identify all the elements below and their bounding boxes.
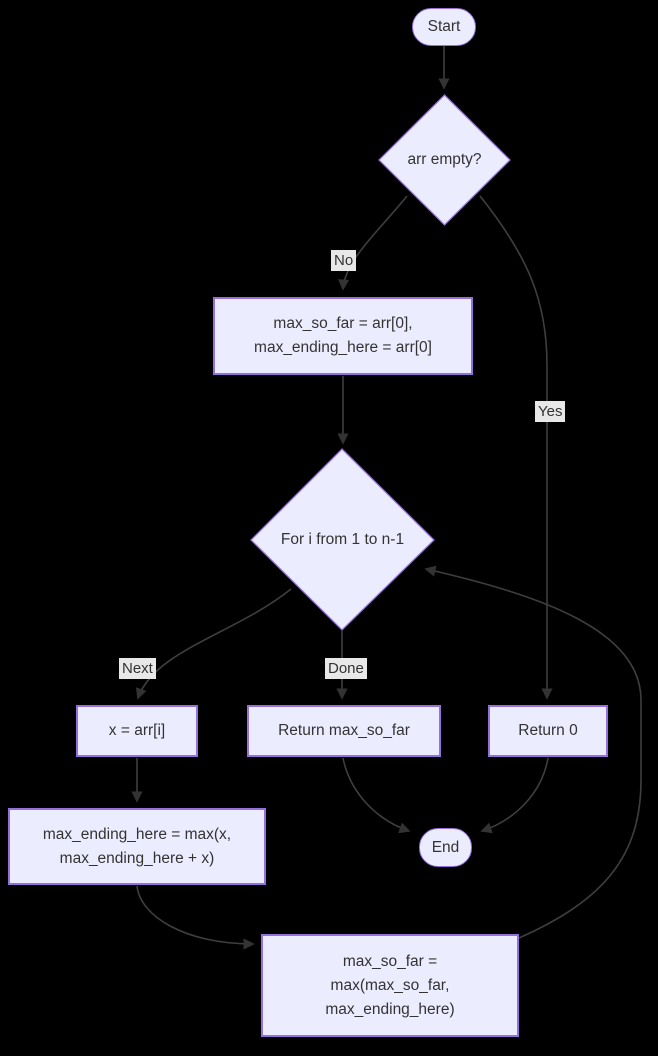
node-start: Start: [412, 8, 476, 46]
node-x-assign: x = arr[i]: [76, 705, 198, 757]
edge-return-zero-to-end: [480, 757, 549, 834]
edge-arr-empty-yes-to-return-zero: [479, 195, 553, 700]
edge-update-ending-to-update-so-far: [136, 885, 255, 950]
node-return-zero: Return 0: [488, 705, 608, 757]
node-update-ending-line1: max_ending_here = max(x,: [42, 825, 232, 843]
node-update-ending-line2: max_ending_here + x): [59, 849, 215, 867]
node-for-loop-label: For i from 1 to n-1: [280, 531, 405, 548]
node-update-so-far-line1: max_so_far =: [342, 952, 438, 970]
node-init-vars-line1: max_so_far = arr[0],: [273, 315, 413, 332]
node-update-so-far-line3: max_ending_here): [325, 1000, 455, 1018]
edge-label-next: Next: [119, 658, 156, 679]
decision-arr-empty-shape: [378, 94, 511, 226]
node-update-so-far-line2: max(max_so_far,: [330, 976, 450, 994]
node-x-assign-label: x = arr[i]: [108, 722, 166, 739]
node-update-so-far: max_so_far = max(max_so_far, max_ending_…: [261, 934, 519, 1037]
node-init-vars: max_so_far = arr[0], max_ending_here = a…: [213, 297, 473, 375]
node-return-max: Return max_so_far: [247, 705, 441, 757]
node-return-zero-label: Return 0: [518, 722, 578, 739]
edge-label-no: No: [331, 250, 357, 271]
node-end-label: End: [431, 838, 460, 856]
decision-for-loop-shape: [250, 448, 435, 631]
node-init-vars-line2: max_ending_here = arr[0]: [254, 339, 432, 356]
edge-return-max-to-end: [342, 757, 411, 834]
node-end: End: [419, 828, 472, 867]
node-start-label: Start: [427, 18, 461, 35]
edge-label-done: Done: [325, 658, 367, 679]
node-arr-empty-label: arr empty?: [407, 151, 482, 168]
edge-update-so-far-to-for-loop: [424, 565, 642, 939]
node-return-max-label: Return max_so_far: [278, 722, 410, 739]
edge-label-yes: Yes: [535, 401, 566, 422]
node-update-ending: max_ending_here = max(x, max_ending_here…: [8, 808, 266, 885]
edge-for-loop-next-to-x-assign: [135, 588, 292, 700]
edge-arr-empty-no-to-init: [338, 195, 408, 291]
